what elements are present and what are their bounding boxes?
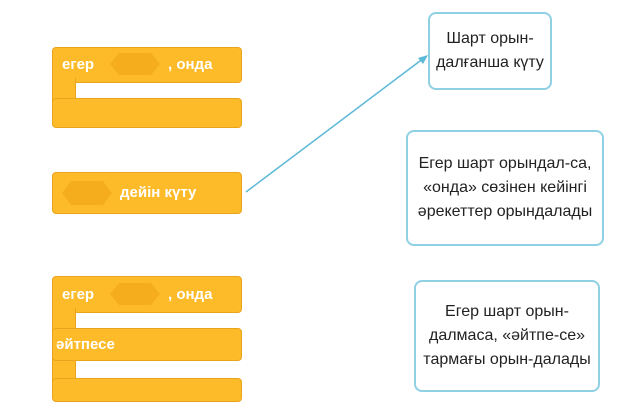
condition-slot[interactable]: [62, 181, 112, 205]
then-label: , онда: [168, 56, 213, 73]
condition-slot[interactable]: [110, 53, 160, 75]
caption-if-then: Егер шарт орындал-са, «онда» сөзінен кей…: [406, 130, 604, 246]
if-label: егер: [62, 286, 95, 303]
caption-if-else: Егер шарт орын-далмаса, «әйтпе-се» тарма…: [414, 280, 600, 392]
if-label: егер: [62, 56, 95, 73]
wait-until-label: дейін күту: [120, 184, 197, 201]
else-label: әйтпесе: [56, 336, 115, 353]
then-label: , онда: [168, 286, 213, 303]
condition-slot[interactable]: [110, 283, 160, 305]
caption-wait-until: Шарт орын-далғанша күту: [428, 12, 552, 90]
